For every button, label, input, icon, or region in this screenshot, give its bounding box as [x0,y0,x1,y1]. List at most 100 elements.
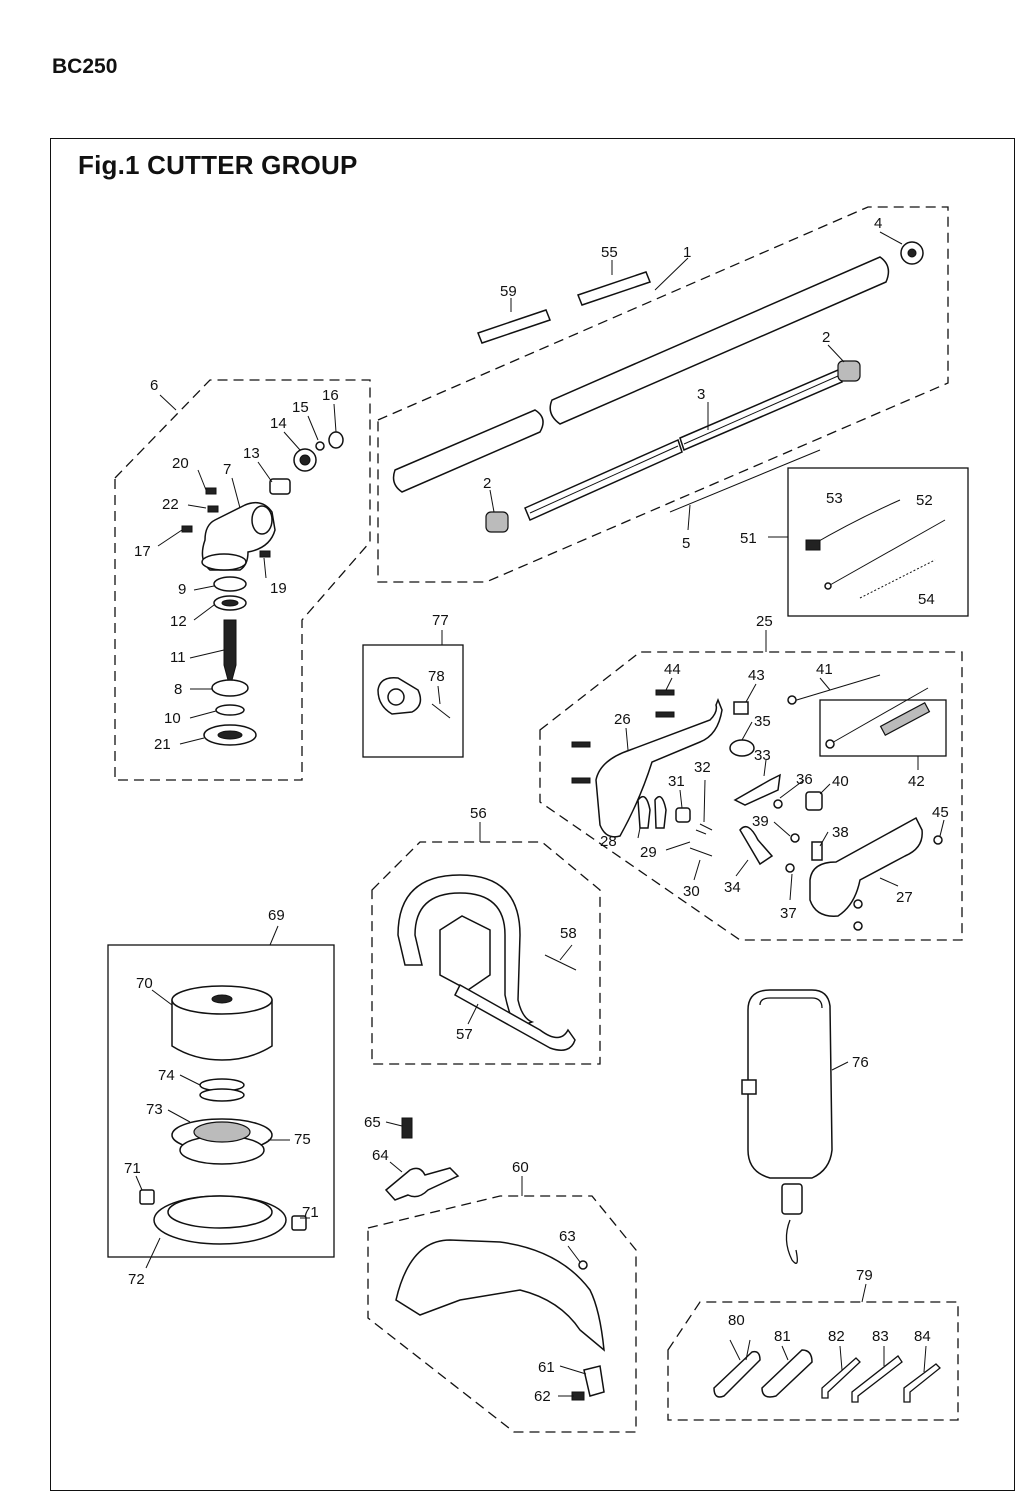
part-number: 53 [826,490,843,507]
handle-left-part [595,697,723,838]
guard-part [395,1239,605,1352]
part-number: 55 [601,244,618,261]
part-number: 58 [560,925,577,942]
bushing-part [485,511,509,533]
label-part [577,271,651,306]
part-number: 32 [694,759,711,776]
part-number: 79 [856,1267,873,1284]
part-number: 75 [294,1131,311,1148]
part-number: 33 [754,747,771,764]
gear-case-group [114,379,371,781]
part-number: 44 [664,661,681,678]
base-part [153,1195,287,1245]
loop-handle-part [397,874,535,1029]
part-number: 6 [150,377,158,394]
throttle-lever-part [733,773,781,806]
part-number: 84 [914,1328,931,1345]
part-number: 59 [500,283,517,300]
spool-part [171,1118,273,1165]
part-number: 29 [640,844,657,861]
part-number: 61 [538,1359,555,1376]
bushing-part [837,360,861,382]
wire-set-group [768,467,969,617]
part-number: 28 [600,833,617,850]
part-number: 25 [756,613,773,630]
loop-handle-group [371,822,601,1065]
part-number: 37 [780,905,797,922]
guard-group [367,1176,637,1433]
part-number: 52 [916,492,933,509]
model-name: BC250 [52,55,118,78]
part-number: 2 [483,475,491,492]
main-pipe-part [392,256,890,493]
part-number: 21 [154,736,171,753]
cover-part [171,985,273,1061]
part-number: 56 [470,805,487,822]
part-number: 77 [432,612,449,629]
strap-group [741,989,849,1264]
part-number: 51 [740,530,757,547]
part-number: 38 [832,824,849,841]
part-number: 45 [932,804,949,821]
part-number: 1 [683,244,691,261]
part-number: 5 [682,535,690,552]
cutter-head-group [107,925,335,1269]
part-number: 83 [872,1328,889,1345]
part-number: 34 [724,879,741,896]
inner-shaft-part [524,368,843,521]
part-number: 39 [752,813,769,830]
figure-title: Fig.1 CUTTER GROUP [78,150,358,180]
part-number: 4 [874,215,882,232]
part-number: 26 [614,711,631,728]
handle-right-part [809,816,923,917]
handle-group [539,630,963,941]
part-number: 30 [683,883,700,900]
part-number: 3 [697,386,705,403]
part-number: 31 [668,773,685,790]
part-number: 15 [292,399,309,416]
figure-frame [50,138,1015,1491]
part-number: 71 [124,1160,141,1177]
part-number: 80 [728,1312,745,1329]
part-number: 78 [428,668,445,685]
part-number: 16 [322,387,339,404]
part-number: 35 [754,713,771,730]
part-number: 13 [243,445,260,462]
part-number: 10 [164,710,181,727]
part-number: 42 [908,773,925,790]
part-number: 74 [158,1067,175,1084]
part-number: 54 [918,591,935,608]
label-part [477,309,551,344]
part-number: 81 [774,1328,791,1345]
part-number: 73 [146,1101,163,1118]
part-number: 69 [268,907,285,924]
part-number: 70 [136,975,153,992]
part-number: 2 [822,329,830,346]
part-number: 20 [172,455,189,472]
clamp-group [362,630,464,758]
part-number: 11 [170,649,186,666]
shoulder-strap-part [747,989,833,1179]
part-number: 7 [223,461,231,478]
part-number: 12 [170,613,187,630]
part-number: 43 [748,667,765,684]
part-number: 76 [852,1054,869,1071]
part-number: 82 [828,1328,845,1345]
spark-plug-wrench-part [761,1349,813,1398]
part-number: 36 [796,771,813,788]
tools-group [667,1283,959,1421]
bracket-group [384,1117,460,1201]
part-number: 19 [270,580,287,597]
shaft-group [377,206,949,583]
part-number: 22 [162,496,179,513]
part-number: 41 [816,661,833,678]
part-number: 27 [896,889,913,906]
part-number: 63 [559,1228,576,1245]
part-number: 40 [832,773,849,790]
part-number: 57 [456,1026,473,1043]
part-number: 65 [364,1114,381,1131]
gear-case-part [201,501,276,571]
part-number: 8 [174,681,182,698]
part-number: 71 [302,1204,319,1221]
